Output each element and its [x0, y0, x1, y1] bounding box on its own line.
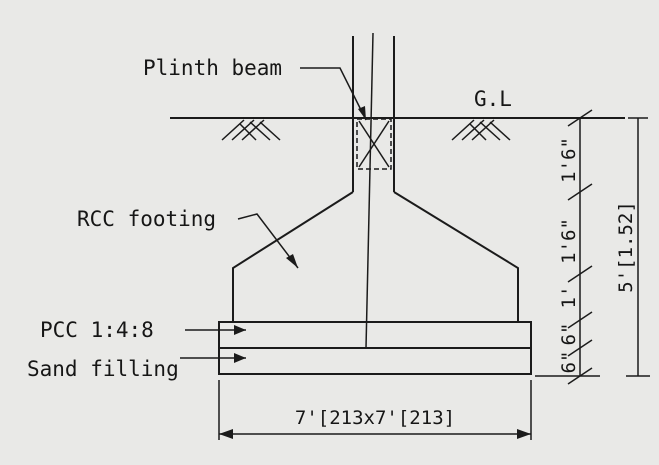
plinth-beam-section — [356, 118, 392, 170]
depth-segment-4: 6" — [558, 323, 580, 346]
base-width-label: 7'[213x7'[213] — [295, 407, 455, 429]
pcc-label: PCC 1:4:8 — [40, 318, 154, 342]
ground-level-label: G.L — [474, 87, 512, 111]
depth-segment-1: 1'6" — [558, 137, 580, 183]
plinth-beam-cross-b — [358, 120, 390, 168]
total-depth-label: 5'[1.52] — [615, 201, 637, 293]
soil-hatch-right — [451, 119, 511, 141]
sand-filling-label: Sand filling — [27, 357, 179, 381]
width-arrow-right — [517, 429, 531, 439]
plinth-beam-label: Plinth beam — [143, 56, 282, 80]
sand-filling-layer — [218, 347, 532, 375]
sand-arrowhead — [234, 353, 246, 363]
soil-hatch-left — [221, 119, 281, 141]
pcc-layer — [218, 321, 532, 349]
column-centerline — [365, 32, 374, 349]
rcc-footing-arrowhead — [286, 254, 298, 268]
depth-segment-3: 1' — [558, 286, 580, 309]
plinth-beam-arrowhead — [358, 106, 366, 120]
footing-right-slope — [393, 191, 519, 322]
depth-segment-5: 6" — [558, 351, 580, 374]
rcc-footing-label: RCC footing — [77, 207, 216, 231]
pcc-arrowhead — [234, 325, 246, 335]
footing-left-slope — [232, 191, 354, 322]
depth-dimension-ticks — [567, 109, 593, 385]
rcc-footing-leader — [237, 213, 299, 269]
depth-segment-2: 1'6" — [558, 218, 580, 264]
width-arrow-left — [219, 429, 233, 439]
plinth-beam-leader — [300, 67, 367, 121]
